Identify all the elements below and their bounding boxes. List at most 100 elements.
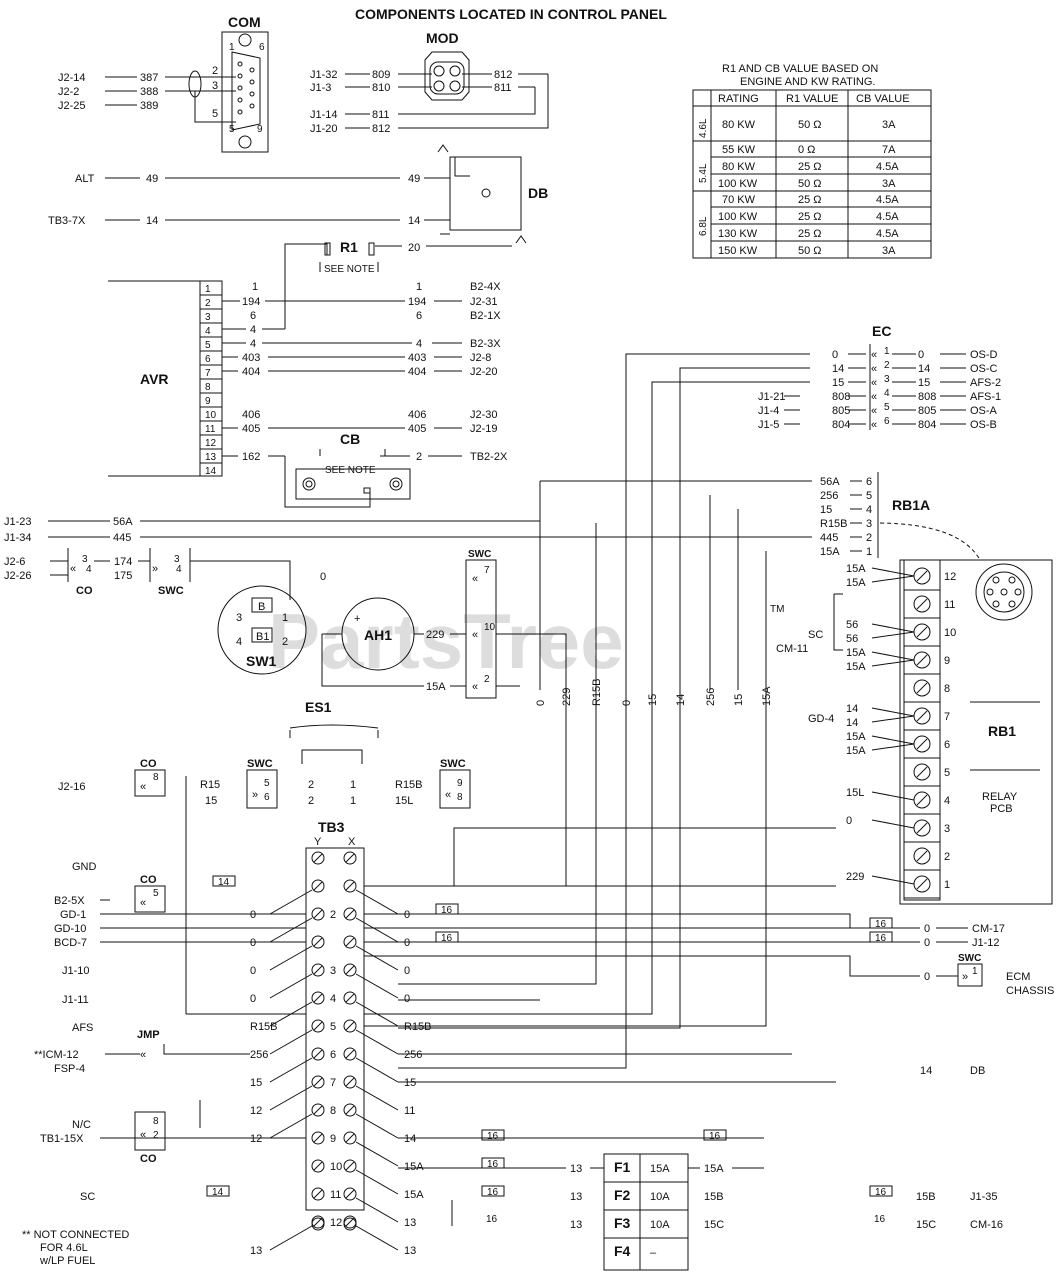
table-cell: 100 KW [718,211,758,223]
rb1a-pin: 2 [866,532,872,544]
ec-wire-left: 15 [832,377,844,389]
avr-w2-194: 194 [408,296,426,308]
avr-w2-406: 406 [408,409,426,421]
table-note-2: ENGINE AND KW RATING. [740,76,875,88]
co4-label: CO [140,1153,157,1165]
table-cell: 0 Ω [798,144,815,156]
ec-dst: AFS-2 [970,377,1001,389]
avr-wiring: 1 194 6 4 4 403 404 406 405 162 1 194 6 … [222,281,508,508]
tb3-pin: 11 [330,1189,341,1201]
ec-wire-right: 805 [918,405,936,417]
sw1-switch: B B1 3 1 4 2 SW1 [217,585,307,675]
table-header-cb: CB VALUE [856,93,910,105]
avr-pin: 1 [205,284,211,295]
avr-dst-b24x: B2-4X [470,281,501,293]
ec-wire-left: 808 [832,391,850,403]
avr-pin: 8 [205,382,211,393]
swc2-connector: SWC « 7 « 10 « 2 [465,549,567,699]
rb1a-label: RB1A [892,497,930,513]
rb1a-wire: 15 [820,504,832,516]
avr-w2-1: 1 [416,281,422,293]
es1-right-r15b: R15B [395,779,423,791]
rb1-wire: 14 [846,717,858,729]
tb3-box-14b: 14 [212,1187,224,1198]
ec-src: J1-5 [758,419,779,431]
es1-left-15: 15 [205,795,217,807]
tb3-src-gnd: GND [72,861,97,873]
es1-p1-b: 2 [308,795,314,807]
tb3-src-afs: AFS [72,1022,93,1034]
table-cell: 4.5A [876,211,899,223]
sw1-term-2: 2 [282,636,288,648]
es1-src: J2-16 [58,781,86,793]
lr-wire-0c: 0 [924,971,930,983]
watermark: PartsTree [268,597,624,685]
swc5-pin: 1 [972,966,978,977]
avr-pin: 7 [205,368,211,379]
tb3-pin: 12 [330,1217,342,1229]
vertical-wire-label: 256 [705,688,717,706]
com-pin-6: 6 [259,42,265,53]
ec-wire-right: 15 [918,377,930,389]
avr-label: AVR [140,371,169,387]
table-cell: 150 KW [718,245,758,257]
tb3-box-16b: 16 [441,933,453,944]
tb3-wire-left: 0 [250,965,256,977]
tb3-box-16g: 16 [486,1214,498,1225]
rb1-pin: 11 [944,599,955,611]
avr-w1-1: 1 [252,281,258,293]
tb3-pin: 9 [330,1133,336,1145]
mod-src-2: J1-3 [310,82,331,94]
tb3-pin: 8 [330,1105,336,1117]
tb3-pin: 7 [330,1077,336,1089]
tb3-src-b25x: B2-5X [54,895,85,907]
fuse-rating: 15A [650,1163,670,1175]
es1-p1-a: 2 [308,779,314,791]
mod-wire-1: 809 [372,69,390,81]
fr-box-16a: 16 [875,1187,887,1198]
ec-label: EC [872,323,891,339]
rb1-pin: 6 [944,739,950,751]
avr-dst-j220: J2-20 [470,366,498,378]
table-row: 80 KW 25 Ω 4.5A [722,161,899,173]
avr-pin: 11 [205,424,216,435]
com-pin-label-3: 3 [212,80,218,92]
mod-out-1: 812 [494,69,512,81]
swc3-pin-5: 5 [264,778,270,789]
tb3-wire-left: 0 [250,909,256,921]
left-mid-wires: J1-23 J1-34 56A 445 J2-6 J2-26 174 175 «… [4,480,812,600]
avr-dst-b23x: B2-3X [470,338,501,350]
fuse-in: 13 [570,1191,582,1203]
fuse-in: 13 [570,1219,582,1231]
swc5-label: SWC [958,953,981,964]
com-connector: COM 1 6 9 5 J2-14 J2-2 J2-25 387 388 389… [58,14,269,153]
vertical-wire-label: 15 [647,694,659,706]
rb1-pin: 5 [944,767,950,779]
fuse-rating: 10A [650,1191,670,1203]
table-cell: 3A [882,119,896,131]
tb3-wire-right: 13 [404,1217,416,1229]
ah1-wire-229: 229 [426,629,444,641]
table-header-r1: R1 VALUE [786,93,838,105]
com-wire-2: 388 [140,86,158,98]
tb3-wire-right: 13 [404,1245,416,1257]
avr-pin: 2 [205,298,211,309]
vertical-wire-label: 0 [535,700,547,706]
rb1-pin: 7 [944,711,950,723]
tb3-wire-left: 256 [250,1049,268,1061]
es1-switch: ES1 J2-16 R15 15 2 2 1 1 R15B 15L CO « 8… [58,699,471,1015]
db-wire2-20: 20 [408,242,420,254]
tb3-src-tb115x: TB1-15X [40,1133,84,1145]
avr-pin: 4 [205,326,211,337]
db-wire-49: 49 [146,173,158,185]
co1-pin-3: 3 [82,554,88,565]
table-cell: 7A [882,144,896,156]
swc2-pin-10: 10 [484,622,496,633]
left-src-j226: J2-26 [4,570,32,582]
tb3-wire-right: R15B [404,1021,432,1033]
avr-pin: 5 [205,340,211,351]
com-src-2: J2-2 [58,86,79,98]
